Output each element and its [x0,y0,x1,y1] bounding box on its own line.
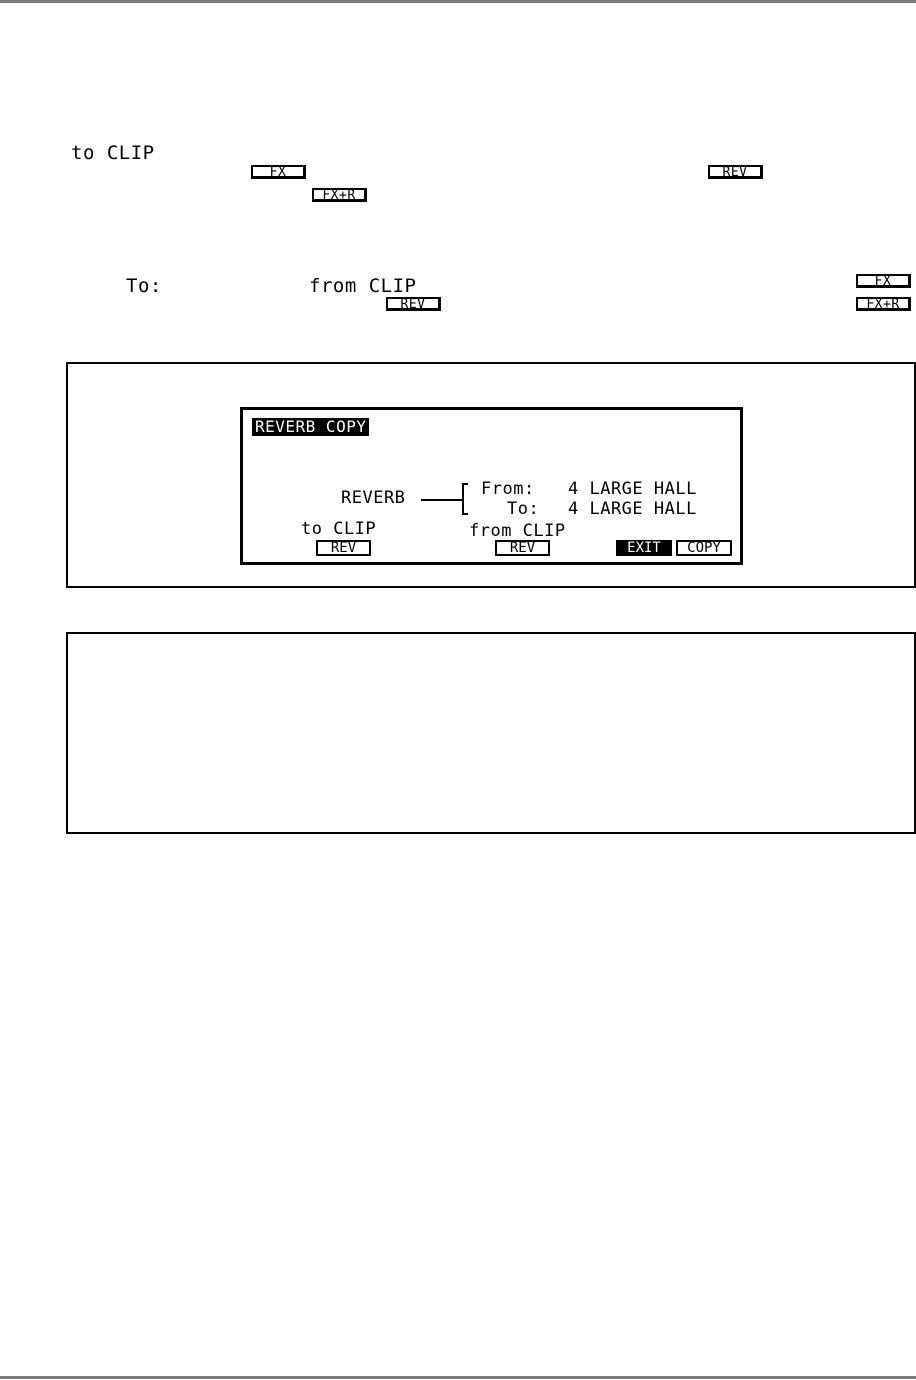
bracket-vertical [462,483,464,515]
to-value: 4 LARGE HALL [568,499,697,519]
to-text: To: [126,275,162,297]
reverb-label: REVERB [341,488,406,508]
bracket-bottom [462,513,468,515]
figure-frame [66,362,916,588]
bracket-top [462,483,468,485]
to-clip-text: to CLIP [71,142,155,164]
copy-key: COPY [676,540,732,556]
note-box [66,632,916,834]
lcd-title: REVERB COPY [252,418,370,436]
rev-softkey-2: REV [386,297,441,311]
from-clip-rev-key: REV [495,540,550,556]
fxr-softkey-2: FX+R [856,297,911,311]
to-clip-rev-key: REV [316,540,371,556]
from-value: 4 LARGE HALL [568,479,697,499]
fx-softkey-2: FX [856,274,911,288]
to-label: To: [507,499,540,519]
lcd-screen: REVERB COPY REVERB From: 4 LARGE HALL To… [240,407,743,565]
fx-softkey-1: FX [251,165,306,179]
exit-key: EXIT [616,540,672,556]
from-label: From: [481,479,535,499]
from-clip-text: from CLIP [309,275,417,297]
bottom-rule [0,1376,916,1379]
from-clip-label: from CLIP [469,521,566,541]
rev-softkey-1: REV [708,165,763,179]
connector-line [421,499,462,501]
to-clip-label: to CLIP [301,519,377,539]
fxr-softkey-1: FX+R [312,188,367,202]
top-rule [0,0,916,3]
